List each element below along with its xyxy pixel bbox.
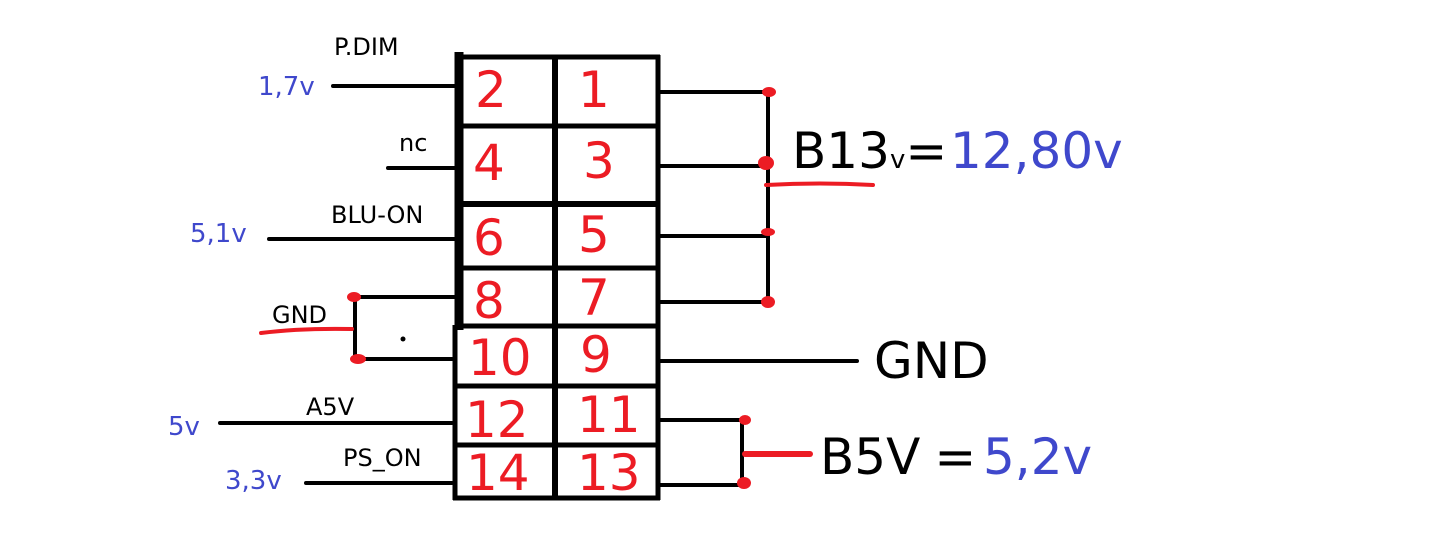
pin-number: 11 [577,386,641,444]
pin-number: 3 [583,132,615,190]
b13-name-sub: v [890,145,905,175]
gnd-junction-markers [347,292,366,364]
signal-name-a5v: A5V [306,393,355,421]
signal-name-pson: PS_ON [343,444,422,472]
svg-text:B13v=: B13v= [792,122,947,180]
right-wires [658,90,859,487]
junction-dot [762,87,776,97]
junction-dot [737,477,751,489]
b5-junction-markers [737,415,751,489]
b5-name: B5V [820,428,920,486]
pin-number: 2 [475,61,507,119]
connector-body [452,52,661,501]
pin-number: 7 [578,269,610,327]
voltage-pin14: 3,3v [225,466,282,496]
pin-number: 1 [578,61,610,119]
junction-dot [347,292,361,302]
svg-text:B5V=: B5V= [820,428,976,486]
b13-label: B13v= 12,80v [792,122,1123,180]
b13-underline-marker [764,181,875,187]
voltage-pin12: 5v [168,412,200,442]
pin-number: 12 [465,391,529,449]
pin-number: 5 [578,206,610,264]
pin-number: 14 [466,444,530,502]
voltage-pin6: 5,1v [190,219,247,249]
junction-dot [761,228,775,236]
b13-junction-markers [758,87,776,308]
pin-number: 8 [473,272,505,330]
b5-label: B5V= 5,2v [820,428,1092,486]
left-wires [218,84,458,485]
pin-number: 10 [468,329,532,387]
b13-equals: = [905,122,947,180]
b5-voltage: 5,2v [983,428,1092,486]
stray-dot [400,336,406,342]
pin-numbers-right: 1 3 5 7 9 11 13 [577,61,641,502]
pin-number: 13 [577,444,641,502]
pin-number: 4 [473,134,505,192]
junction-dot [761,296,775,308]
b5-equals: = [934,428,976,486]
junction-dot [739,415,751,425]
signal-name-gnd-left: GND [272,301,327,329]
left-voltages: 1,7v 5,1v 5v 3,3v [168,72,315,496]
signal-name-pdim: P.DIM [334,33,399,61]
signal-name-nc: nc [399,129,427,157]
voltage-pin2: 1,7v [258,72,315,102]
b13-name: B13 [792,122,890,180]
pin-number: 6 [473,209,505,267]
pin-number: 9 [580,326,612,384]
junction-dot [758,156,774,170]
pin-numbers-left: 2 4 6 8 10 12 14 [465,61,532,502]
signal-name-bluon: BLU-ON [331,201,423,229]
junction-dot [350,354,366,364]
gnd-label-right: GND [874,332,989,390]
gnd-underline-marker [259,326,354,335]
left-signal-names: P.DIM nc BLU-ON GND A5V PS_ON [272,33,427,472]
b13-voltage: 12,80v [950,122,1123,180]
